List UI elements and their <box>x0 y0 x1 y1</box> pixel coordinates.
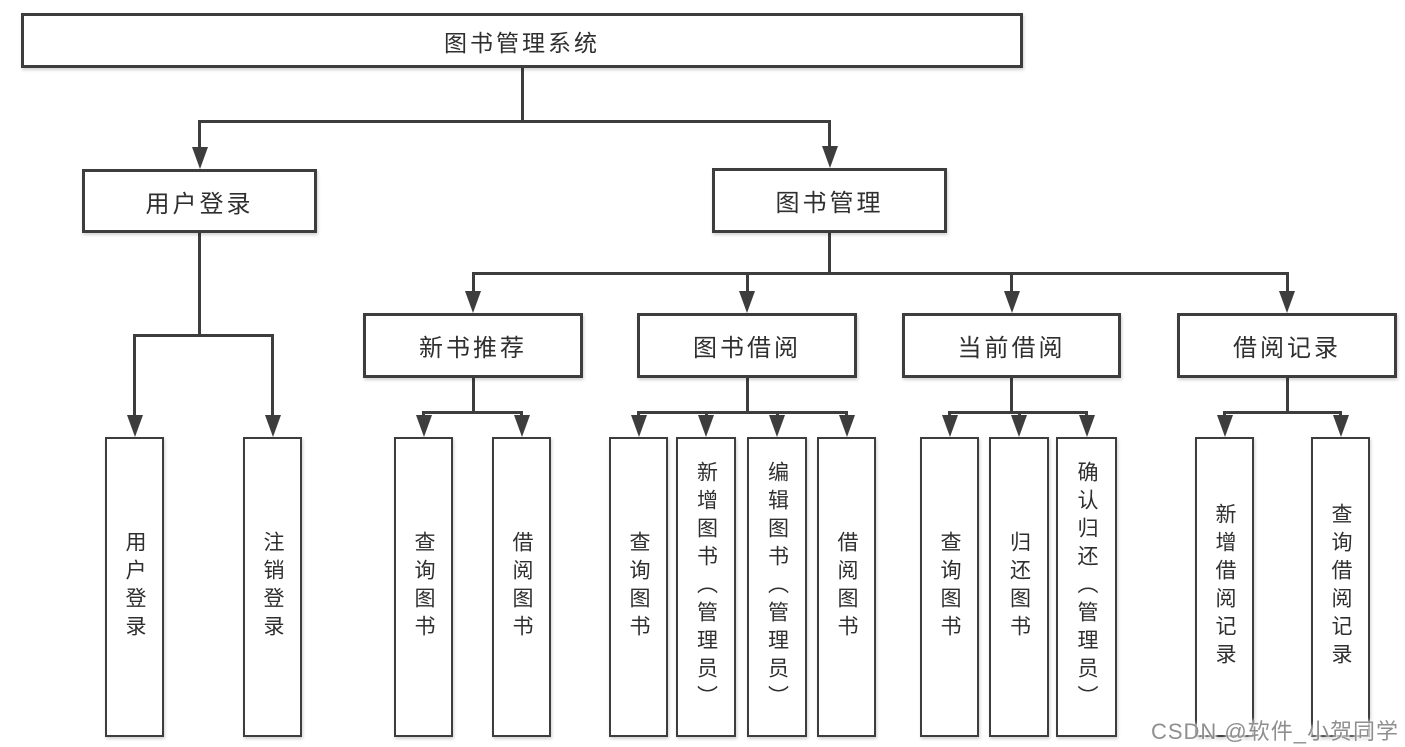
connector-line <box>637 410 848 414</box>
arrowhead-down-icon <box>941 415 958 437</box>
node-leaf-add-borrow-record: 新增借阅记录 <box>1195 437 1254 737</box>
arrowhead-down-icon <box>1216 415 1233 437</box>
node-leaf-confirm-return: 确认归还（管理员） <box>1056 437 1117 737</box>
arrowhead-down-icon <box>465 291 481 313</box>
arrowhead-down-icon <box>769 415 785 437</box>
node-current-borrow: 当前借阅 <box>902 313 1121 378</box>
connector-line <box>828 233 831 273</box>
node-leaf-user-login: 用户登录 <box>105 437 164 737</box>
node-leaf-query-books-3: 查询图书 <box>920 437 979 737</box>
node-root: 图书管理系统 <box>21 13 1023 68</box>
watermark: CSDN @软件_小贺同学 <box>1150 719 1399 744</box>
arrowhead-down-icon <box>415 415 432 437</box>
node-leaf-query-borrow-record: 查询借阅记录 <box>1311 437 1370 737</box>
arrowhead-down-icon <box>739 291 755 313</box>
node-leaf-borrow-books-1: 借阅图书 <box>492 437 551 737</box>
connector-line <box>1010 273 1013 301</box>
node-leaf-return-book: 归还图书 <box>989 437 1049 737</box>
arrowhead-down-icon <box>821 146 838 168</box>
connector-line <box>1285 378 1289 412</box>
node-leaf-edit-book: 编辑图书（管理员） <box>747 437 807 737</box>
node-borrow-records: 借阅记录 <box>1177 313 1397 378</box>
connector-line <box>745 378 749 412</box>
arrowhead-down-icon <box>1332 415 1349 437</box>
node-new-book-rec: 新书推荐 <box>363 313 583 378</box>
arrowhead-down-icon <box>126 415 143 437</box>
connector-line <box>133 335 136 425</box>
arrowhead-down-icon <box>191 147 208 169</box>
arrowhead-down-icon <box>698 415 714 437</box>
arrowhead-down-icon <box>1003 291 1020 313</box>
node-user-login: 用户登录 <box>82 169 317 233</box>
node-leaf-borrow-books-2: 借阅图书 <box>817 437 876 737</box>
connector-line <box>471 273 475 301</box>
arrowhead-down-icon <box>513 415 530 437</box>
connector-line <box>198 233 201 335</box>
connector-line <box>1223 410 1342 414</box>
connector-line <box>133 333 274 337</box>
connector-line <box>271 335 274 425</box>
connector-line <box>198 121 201 157</box>
arrowhead-down-icon <box>1011 415 1027 437</box>
node-leaf-query-books-2: 查询图书 <box>609 437 668 737</box>
node-book-borrow: 图书借阅 <box>637 313 857 378</box>
arrowhead-down-icon <box>838 415 855 437</box>
connector-line <box>828 121 831 156</box>
arrowhead-down-icon <box>630 415 647 437</box>
node-book-mgmt: 图书管理 <box>712 168 947 233</box>
arrowhead-down-icon <box>264 415 281 437</box>
connector-line <box>471 378 475 412</box>
node-leaf-query-books-1: 查询图书 <box>394 437 453 737</box>
connector-line <box>422 410 523 414</box>
node-leaf-add-book: 新增图书（管理员） <box>676 437 736 737</box>
connector-line <box>471 271 1289 275</box>
connector-line <box>1010 378 1013 412</box>
arrowhead-down-icon <box>1078 415 1095 437</box>
node-leaf-logout: 注销登录 <box>243 437 302 737</box>
connector-line <box>198 119 831 123</box>
arrowhead-down-icon <box>1279 291 1295 313</box>
connector-line <box>745 273 749 301</box>
connector-line <box>520 68 524 121</box>
connector-line <box>1285 273 1289 301</box>
